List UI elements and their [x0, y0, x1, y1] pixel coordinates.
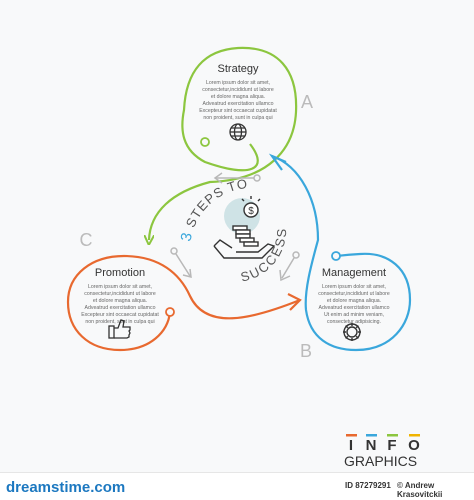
gear-icon — [343, 323, 361, 341]
promotion-body-line: Excepteur sint occaecat cupidatat — [81, 312, 159, 318]
logo-suffix: .com — [90, 479, 126, 496]
management-node: Management Lorem ipsum dolor sit amet,co… — [300, 267, 390, 361]
promotion-connector — [66, 254, 302, 352]
center-number: 3 — [178, 231, 196, 242]
author-name: Andrew Krasovitckii — [397, 481, 443, 499]
management-body-line: consectetur,incididunt ut labore — [318, 291, 390, 297]
management-body-line: Ut enim ad minim veniam, — [324, 312, 384, 318]
promotion-connector-dot — [165, 307, 175, 317]
info-letter-n: N — [366, 437, 377, 454]
info-bar-green — [387, 434, 398, 437]
info-letter-i: I — [349, 437, 353, 454]
strategy-body-line: Adveatrud exercitation ullamco — [203, 101, 274, 107]
strategy-body-line: Excepteur sint occaecat cupidatat — [199, 108, 277, 114]
copyright-symbol: © — [397, 481, 403, 490]
promotion-title: Promotion — [95, 267, 145, 279]
management-title: Management — [322, 267, 386, 279]
management-body-line: consectetur adipisicing. — [327, 319, 381, 325]
promotion-body-line: et dolore magna aliqua. — [93, 298, 147, 304]
logo-main: dreamstime — [6, 479, 91, 496]
money-hand-icon: $ — [213, 196, 276, 259]
promotion-body-line: consectetur,incididunt ut labore — [84, 291, 156, 297]
strategy-title: Strategy — [218, 63, 259, 75]
management-connector-dot — [331, 251, 341, 261]
info-bar-yellow — [409, 434, 420, 437]
strategy-connector-dot — [200, 137, 210, 147]
thumbs-up-icon — [108, 319, 131, 339]
image-id: ID 87279291 — [345, 481, 391, 490]
svg-text:$: $ — [248, 206, 254, 217]
promotion-body-line: Adveatrud exercitation ullamco — [85, 305, 156, 311]
center-badge: 3 STEPS TO SUCCESS $ — [178, 176, 288, 285]
author-credit: © Andrew Krasovitckii — [397, 481, 474, 499]
promotion-body-text: Lorem ipsum dolor sit amet,consectetur,i… — [81, 284, 159, 325]
inner-arrow-left — [170, 247, 192, 278]
inner-cycle-arrows — [170, 172, 300, 282]
strategy-letter: A — [301, 92, 313, 112]
strategy-body-line: non proident, sunt in culpa qui — [203, 115, 272, 121]
globe-icon — [229, 123, 247, 141]
strategy-body-line: consectetur,incididunt ut labore — [202, 87, 274, 93]
management-body-text: Lorem ipsum dolor sit amet,consectetur,i… — [318, 284, 390, 325]
promotion-letter: C — [80, 230, 93, 250]
strategy-body-text: Lorem ipsum dolor sit amet,consectetur,i… — [199, 80, 277, 121]
info-letter-f: F — [387, 437, 396, 454]
management-letter: B — [300, 341, 312, 361]
graphics-text: GRAPHICS — [344, 453, 417, 469]
info-bar-blue — [366, 434, 377, 437]
management-connector — [268, 153, 412, 352]
info-letter-o: O — [408, 437, 420, 454]
management-body-line: Lorem ipsum dolor sit amet, — [322, 284, 386, 290]
strategy-connector — [149, 46, 298, 240]
info-graphics-brand: I N F O GRAPHICS — [344, 434, 420, 469]
stock-footer: dreamstime.com ID 87279291 © Andrew Kras… — [0, 472, 474, 500]
strategy-node: Strategy Lorem ipsum dolor sit amet,cons… — [199, 63, 313, 141]
info-bar-orange — [346, 434, 357, 437]
strategy-body-line: Lorem ipsum dolor sit amet, — [206, 80, 270, 86]
inner-arrow-right — [279, 251, 300, 282]
strategy-body-line: et dolore magna aliqua. — [211, 94, 265, 100]
promotion-body-line: Lorem ipsum dolor sit amet, — [88, 284, 152, 290]
management-body-line: Adveatrud exercitation ullamco — [319, 305, 390, 311]
inner-arrow-top — [213, 172, 261, 184]
management-body-line: et dolore magna aliqua. — [327, 298, 381, 304]
dreamstime-logo: dreamstime.com — [6, 479, 125, 496]
promotion-node: Promotion Lorem ipsum dolor sit amet,con… — [80, 230, 159, 339]
